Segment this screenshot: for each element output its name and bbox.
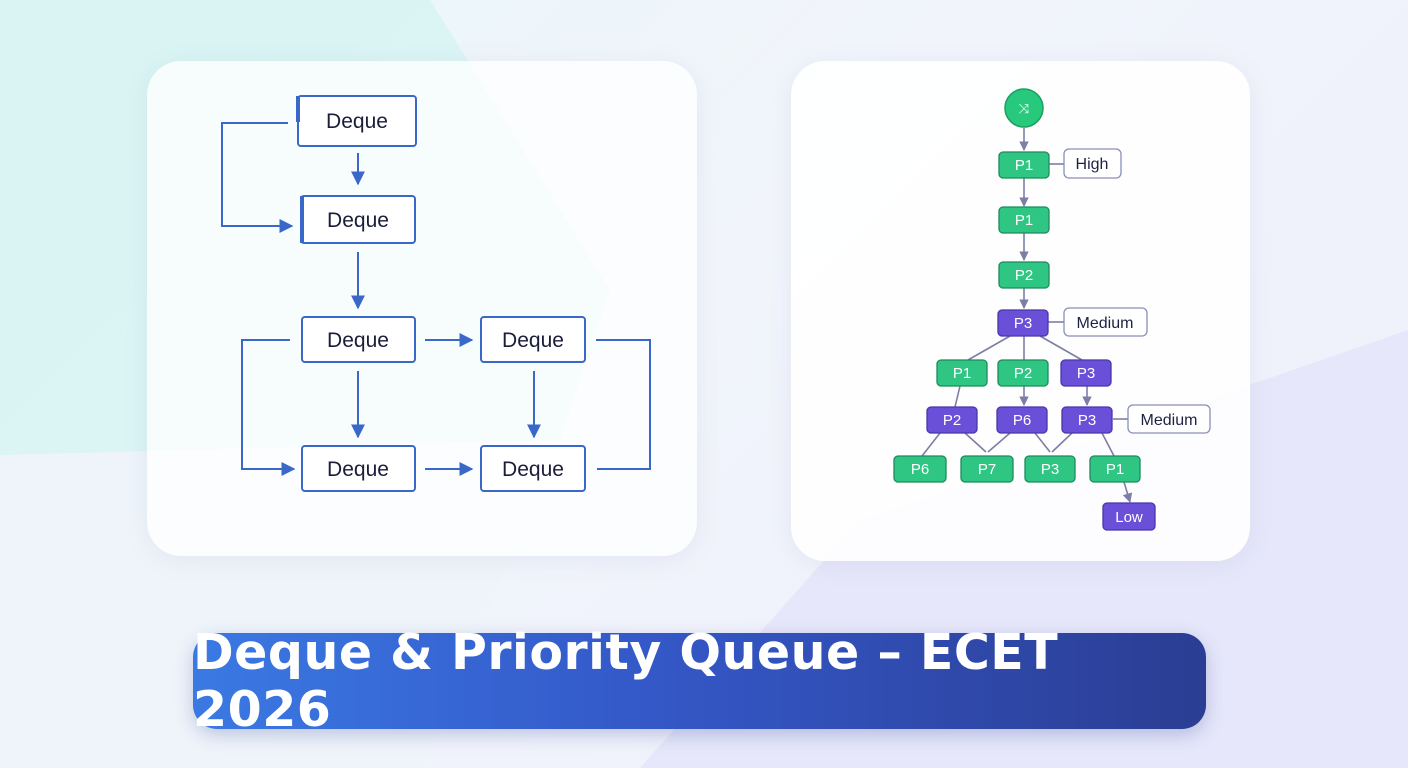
pq-edge	[954, 385, 961, 408]
page-title: Deque & Priority Queue – ECET 2026	[193, 624, 1059, 738]
deque-node-label: Deque	[326, 110, 388, 133]
svg-text:Medium: Medium	[1141, 412, 1198, 429]
deque-right-loop-connector	[596, 339, 651, 470]
deque-panel	[147, 61, 697, 556]
pq-node: P3	[1024, 455, 1076, 483]
deque-node-label: Deque	[327, 458, 389, 481]
pq-priority-tag: High	[1063, 148, 1122, 179]
pq-node: P3	[1060, 359, 1112, 387]
svg-text:P1: P1	[953, 365, 971, 382]
pq-edge	[1039, 335, 1083, 361]
svg-text:P3: P3	[1077, 365, 1095, 382]
svg-text:High: High	[1076, 156, 1109, 173]
pq-edge	[921, 432, 941, 457]
deque-node-label: Deque	[327, 329, 389, 352]
deque-node-2: Deque	[300, 195, 416, 244]
svg-text:P3: P3	[1041, 461, 1059, 478]
pq-node: P2	[998, 261, 1050, 289]
pq-edge	[967, 335, 1011, 361]
svg-text:P2: P2	[943, 412, 961, 429]
deque-node-3: Deque	[301, 316, 416, 363]
pq-edge	[964, 432, 987, 453]
svg-text:P1: P1	[1106, 461, 1124, 478]
pq-edge	[1034, 432, 1051, 453]
deque-node-1: Deque	[296, 95, 417, 147]
pq-node: P7	[960, 455, 1014, 483]
deque-node-6: Deque	[480, 445, 586, 492]
deque-node-label: Deque	[502, 329, 564, 352]
deque-node-label: Deque	[327, 209, 389, 232]
svg-text:P1: P1	[1015, 212, 1033, 229]
pq-node: P1	[1089, 455, 1141, 483]
deque-loop-connector	[221, 122, 294, 233]
svg-text:P7: P7	[978, 461, 996, 478]
pq-node: P1	[936, 359, 988, 387]
pq-start-node: ⤨	[1004, 88, 1044, 128]
pq-node: P1	[998, 206, 1050, 234]
svg-text:P3: P3	[1014, 315, 1032, 332]
deque-node-4: Deque	[480, 316, 586, 363]
svg-text:P2: P2	[1014, 365, 1032, 382]
svg-text:Medium: Medium	[1077, 315, 1134, 332]
pq-node: P6	[893, 455, 947, 483]
pq-edge	[1101, 432, 1115, 457]
pq-edge	[1122, 481, 1133, 503]
pq-node: P2	[997, 359, 1049, 387]
shuffle-icon: ⤨	[1019, 102, 1030, 117]
pq-node: P3	[997, 309, 1049, 337]
svg-text:Low: Low	[1115, 509, 1143, 526]
pq-node: P6	[996, 406, 1048, 434]
deque-left-loop-connector	[241, 339, 296, 476]
pq-priority-tag: Medium	[1063, 307, 1148, 337]
svg-text:P3: P3	[1078, 412, 1096, 429]
pq-node: Low	[1102, 502, 1156, 531]
deque-node-5: Deque	[301, 445, 416, 492]
pq-node: P2	[926, 406, 978, 434]
svg-text:P2: P2	[1015, 267, 1033, 284]
title-banner: Deque & Priority Queue – ECET 2026	[193, 624, 1206, 738]
pq-priority-tag: Medium	[1127, 404, 1211, 434]
deque-node-label: Deque	[502, 458, 564, 481]
svg-text:P6: P6	[1013, 412, 1031, 429]
pq-edge	[1051, 432, 1073, 453]
svg-text:P6: P6	[911, 461, 929, 478]
pq-edge	[987, 432, 1011, 453]
pq-node: P3	[1061, 406, 1113, 434]
pq-node: P1	[998, 151, 1050, 179]
svg-text:P1: P1	[1015, 157, 1033, 174]
